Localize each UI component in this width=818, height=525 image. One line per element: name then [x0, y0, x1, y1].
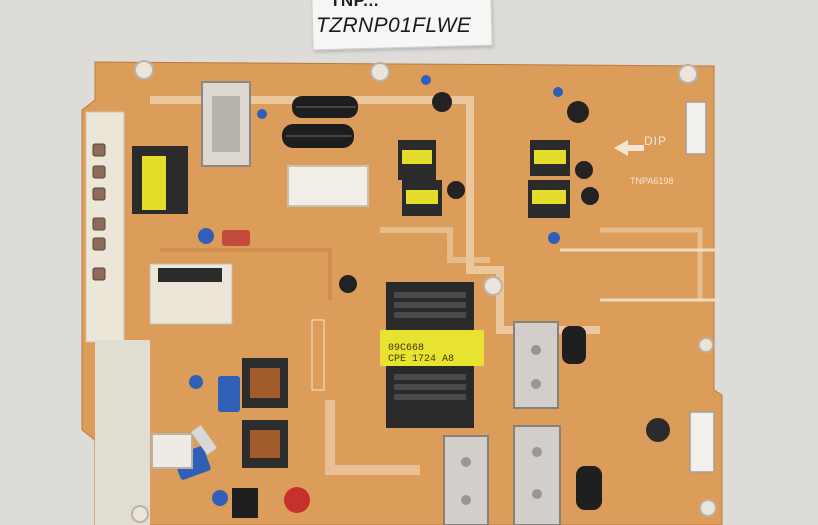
silk-trace: [380, 227, 490, 263]
sticker-partial-text: TNP...: [330, 0, 379, 10]
electrolytic-capacitor: [576, 466, 602, 510]
dip-arrow: [614, 140, 644, 156]
transformer-label-line1: 09C668: [388, 343, 425, 354]
board-silkscreen-code: TNPA6198: [630, 176, 674, 186]
right-connectors: [685, 101, 715, 473]
transformer-group: [398, 140, 570, 218]
fuse: [191, 425, 217, 455]
transformer-label-line2: CPE 1724 A8: [388, 354, 455, 365]
small-capacitors: [339, 92, 599, 293]
silk-label-vertical: [311, 319, 325, 391]
red-components: [222, 230, 310, 513]
silk-trace: [600, 227, 703, 300]
silk-trace: [160, 248, 332, 300]
chokes: [242, 358, 288, 468]
transformer-slots: [394, 292, 466, 400]
mounting-holes: [131, 60, 717, 523]
radial-capacitor: [646, 418, 670, 442]
electrolytic-capacitor: [562, 326, 586, 364]
heatsinks: [443, 321, 561, 525]
dip-silkscreen-text: DIP: [644, 134, 668, 148]
main-transformer-label: [380, 330, 484, 366]
ground-plane: [95, 340, 150, 525]
small-connector: [232, 488, 258, 518]
transformer-label-text: 09C668 CPE 1724 A8: [388, 343, 454, 365]
sticker-part-code: TZRNP01FLWE: [316, 14, 472, 37]
relay-block: [287, 165, 369, 207]
heatsink-holes: [461, 345, 542, 505]
heatsink-left: [158, 268, 222, 282]
test-pads: [92, 143, 106, 281]
fuse-holder: [151, 433, 193, 469]
silk-trace: [325, 400, 420, 475]
transformer-label: [142, 156, 166, 210]
connector-inner: [212, 96, 240, 152]
